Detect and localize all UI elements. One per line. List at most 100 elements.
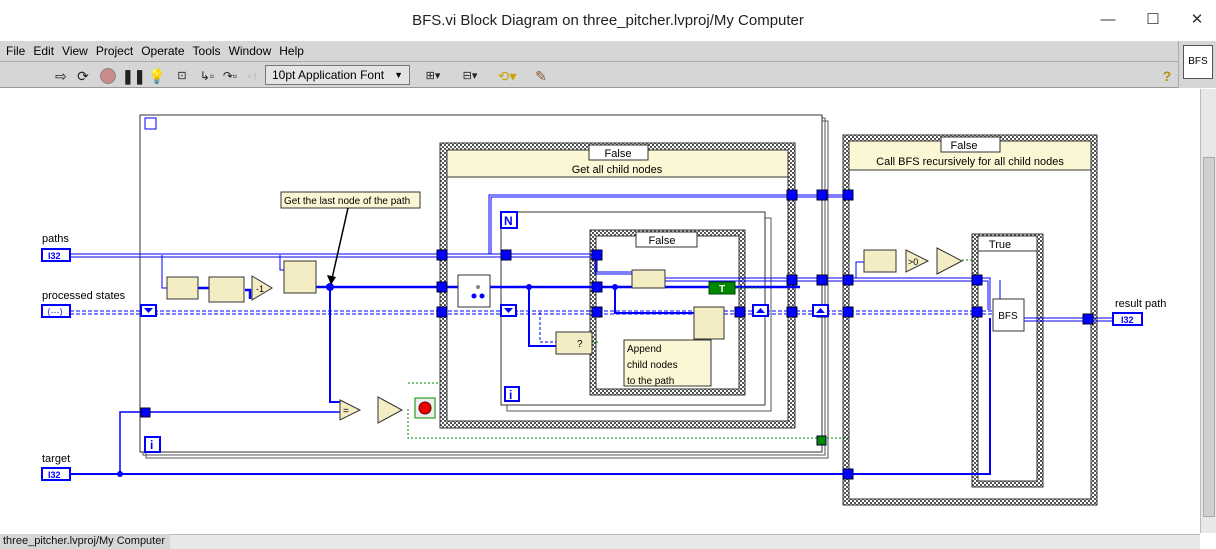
menu-file[interactable]: File — [6, 44, 26, 58]
align-objects-icon[interactable]: ⊞▾ — [425, 70, 441, 82]
wire-junction — [612, 284, 618, 290]
append-comment-line: to the path — [627, 376, 674, 387]
last-node-comment-text: Get the last node of the path — [284, 196, 410, 207]
true-constant[interactable] — [708, 281, 736, 295]
close-button[interactable]: ✕ — [1190, 11, 1204, 28]
child-paths-branch-wire — [855, 261, 866, 278]
step-over-icon[interactable]: ↷▫ — [222, 69, 238, 83]
case2-selector[interactable] — [940, 136, 1001, 153]
result-path-type: I32 — [1121, 315, 1134, 325]
search-array-node — [555, 331, 593, 355]
true-case-interior — [977, 239, 1038, 482]
step-out-icon[interactable]: ▫↑ — [247, 69, 259, 83]
result-wire — [1024, 317, 1113, 322]
menu-operate[interactable]: Operate — [141, 44, 185, 58]
target-control[interactable] — [41, 467, 71, 481]
child-paths-wire — [665, 277, 991, 310]
maximize-button[interactable]: ☐ — [1146, 11, 1160, 28]
case1-selector-value: False — [605, 148, 632, 160]
title-bar: BFS.vi Block Diagram on three_pitcher.lv… — [0, 0, 1216, 40]
distribute-objects-icon[interactable]: ⊟▾ — [462, 70, 478, 82]
array-size-node-2 — [863, 249, 897, 273]
target-wire — [70, 318, 991, 475]
font-value: 10pt Application Font — [272, 68, 385, 82]
menu-tools[interactable]: Tools — [192, 44, 221, 58]
run-continuously-icon[interactable]: ⟳ — [77, 68, 89, 84]
run-arrow-icon[interactable]: ⇨ — [55, 68, 67, 84]
paths-control[interactable] — [41, 248, 71, 262]
paths-wire — [70, 253, 635, 275]
reorder-icon[interactable]: ⟲▾ — [497, 68, 517, 84]
horizontal-scrollbar[interactable] — [170, 534, 1200, 549]
true-case-selector-value: True — [989, 239, 1011, 251]
minimize-button[interactable]: — — [1100, 11, 1116, 28]
vertical-scrollbar[interactable] — [1200, 89, 1216, 533]
wire-junction — [117, 471, 123, 477]
while-iteration-terminal — [144, 436, 161, 453]
for-i-label: i — [509, 388, 512, 402]
paths-label: paths — [42, 233, 69, 245]
block-diagram[interactable]: i Get all child nodes False N i False Ap… — [0, 89, 1200, 534]
processed-states-type: ⟨⋯⟩ — [47, 307, 63, 317]
case2-interior — [848, 140, 1092, 500]
chevron-down-icon: ▼ — [394, 70, 403, 80]
menu-project[interactable]: Project — [95, 44, 134, 58]
equal-label: = — [343, 406, 349, 417]
wire-junction — [526, 284, 532, 290]
tree-icon — [476, 285, 480, 289]
tree-icon — [479, 293, 485, 299]
retain-wire-values-icon[interactable]: ⊡ — [177, 70, 187, 82]
case1-selector[interactable] — [588, 144, 649, 161]
decrement-label: -1 — [256, 284, 264, 294]
loop-iteration-icon — [144, 117, 157, 130]
for-n-label: N — [504, 214, 513, 228]
function-nodes[interactable] — [166, 247, 1025, 424]
append-node — [693, 306, 725, 340]
menu-edit[interactable]: Edit — [33, 44, 55, 58]
processed-branch-wire — [539, 312, 556, 343]
inner-case-selector-value: False — [649, 235, 676, 247]
toolbar: ⇨ ⟳ ❚❚ 💡 ⊡ ↳▫ ↷▫ ▫↑ 10pt Application Fon… — [0, 61, 1178, 88]
node-branch-wire — [329, 287, 694, 403]
index-array-node — [208, 276, 245, 303]
font-dropdown[interactable]: 10pt Application Font ▼ — [265, 65, 410, 85]
triangle-up-icon — [756, 308, 765, 313]
menu-view[interactable]: View — [62, 44, 88, 58]
processed-states-control[interactable] — [41, 304, 71, 318]
vi-icon[interactable]: BFS — [1183, 45, 1213, 79]
for-iteration-terminal — [504, 386, 520, 402]
tree-icon — [471, 293, 477, 299]
true-case-selector[interactable] — [977, 235, 1038, 252]
result-path-indicator[interactable] — [1112, 312, 1143, 326]
case1-label: Get all child nodes — [572, 164, 663, 176]
gt0-label: >0 — [908, 257, 918, 267]
bfs-subvi-label: BFS — [998, 311, 1018, 322]
append-comment-line: Append — [627, 344, 661, 355]
result-path-label: result path — [1115, 298, 1166, 310]
case2-label: Call BFS recursively for all child nodes — [876, 156, 1064, 168]
or-array-elements-node — [377, 396, 404, 424]
arrowhead-icon — [327, 275, 336, 285]
target-label: target — [42, 453, 70, 465]
greater-than-zero-node — [905, 249, 930, 273]
for-count-terminal — [500, 211, 518, 229]
menu-bar: File Edit View Project Operate Tools Win… — [0, 41, 1178, 61]
abort-icon[interactable] — [100, 68, 116, 84]
true-constant-label: T — [719, 284, 725, 295]
triangle-down-icon — [504, 308, 513, 313]
step-into-icon[interactable]: ↳▫ — [199, 69, 215, 83]
append-comment — [623, 339, 712, 387]
last-node-comment — [280, 191, 421, 209]
scrollbar-thumb[interactable] — [1203, 157, 1215, 517]
bfs-subvi — [992, 298, 1025, 332]
pause-icon[interactable]: ❚❚ — [122, 68, 146, 84]
cleanup-diagram-icon[interactable]: ✎ — [535, 68, 547, 84]
case1-label-box — [446, 149, 789, 178]
append-comment-line: child nodes — [627, 360, 678, 371]
inner-case-selector[interactable] — [635, 231, 698, 248]
help-button[interactable]: ? — [1162, 68, 1172, 84]
menu-window[interactable]: Window — [228, 44, 272, 58]
menu-help[interactable]: Help — [279, 44, 304, 58]
highlight-execution-icon[interactable]: 💡 — [148, 68, 166, 84]
triangle-down-icon — [144, 308, 153, 313]
